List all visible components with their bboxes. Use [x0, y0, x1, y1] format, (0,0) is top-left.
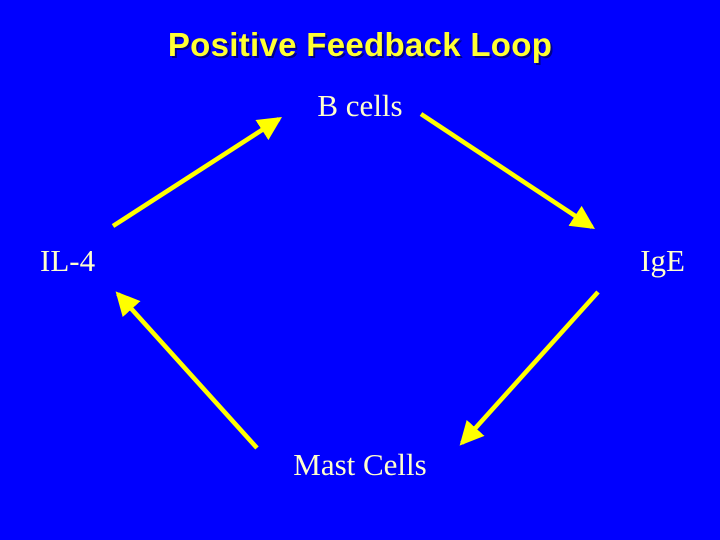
node-label-mastcells: Mast Cells — [293, 447, 427, 482]
page-title: Positive Feedback Loop — [167, 26, 553, 63]
arrow-il4-to-bcells — [111, 117, 283, 228]
arrow-bcells-to-ige — [419, 112, 595, 229]
arrow-ige-to-mastcells — [459, 290, 600, 446]
node-label-bcells: B cells — [317, 88, 403, 123]
node-label-il4: IL-4 — [40, 243, 96, 278]
arrow-mastcells-to-il4 — [115, 291, 259, 450]
node-label-ige: IgE — [640, 243, 685, 278]
